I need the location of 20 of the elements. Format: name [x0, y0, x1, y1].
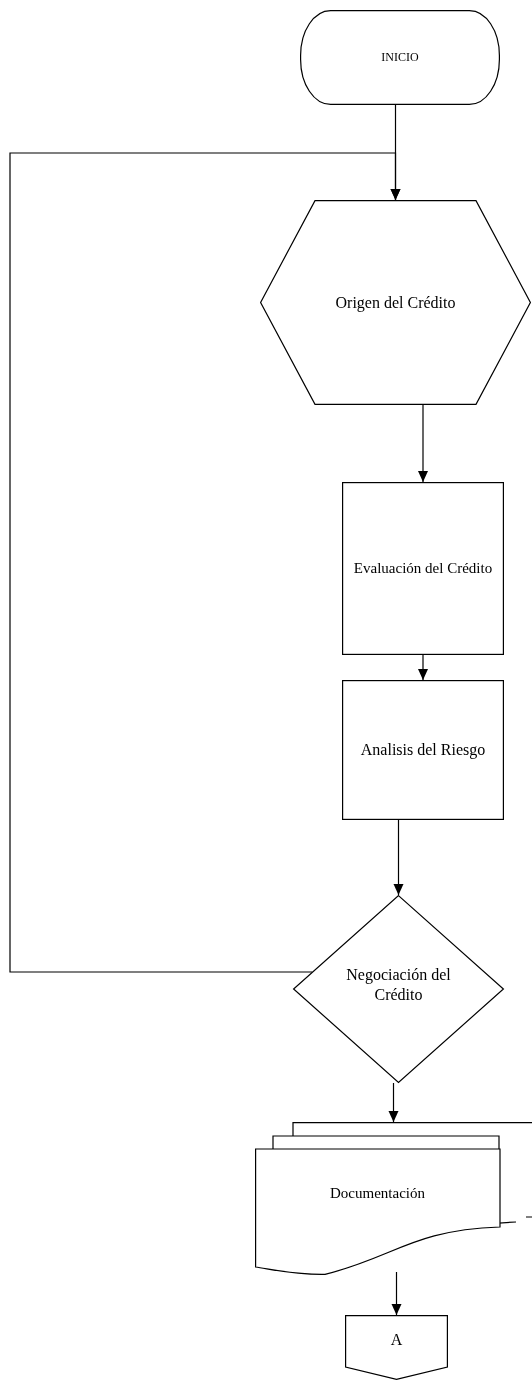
node-label: Origen del Crédito [335, 292, 456, 313]
arrow [391, 1271, 402, 1316]
multi-document-shape [255, 1122, 532, 1275]
arrow [388, 1082, 399, 1123]
arrow [418, 404, 428, 483]
node-label: Evaluación del Crédito [353, 559, 493, 578]
arrow [418, 654, 428, 681]
terminal-shape [300, 10, 500, 105]
decision-diamond [293, 895, 504, 1083]
arrow [9, 152, 401, 973]
node-label: A [390, 1330, 403, 1350]
off-page-connector [345, 1315, 448, 1380]
process-box [342, 482, 504, 655]
arrow [393, 819, 404, 896]
node-label: INICIO [381, 50, 419, 65]
node-label: Analisis del Riesgo [360, 740, 486, 760]
node-label: Negociación del Crédito [345, 965, 452, 1005]
node-label: Documentación [330, 1183, 425, 1203]
process-box [342, 680, 504, 820]
preparation-hexagon [260, 200, 531, 405]
